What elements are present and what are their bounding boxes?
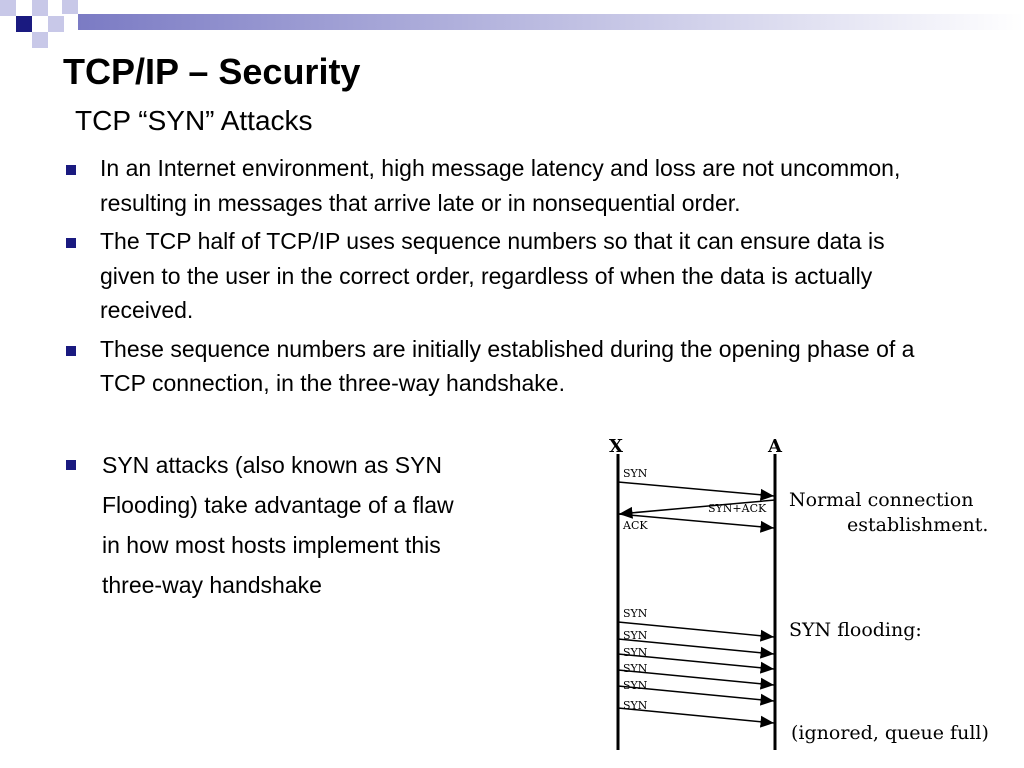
syn-label: SYN — [623, 467, 648, 480]
bullet-text: These sequence numbers are initially est… — [100, 335, 915, 397]
synack-arrow — [618, 499, 776, 519]
slide-title: TCP/IP – Security — [63, 51, 361, 92]
flood-syn-arrow — [617, 621, 775, 642]
flood-syn-arrow — [617, 638, 775, 659]
bullet-list: In an Internet environment, high message… — [64, 151, 944, 405]
bullet-square-icon — [66, 345, 76, 356]
bullet-text-line: in how most hosts implement this — [102, 532, 441, 558]
flood-syn-arrow — [617, 669, 775, 690]
bullet-text: In an Internet environment, high message… — [100, 155, 901, 216]
host-a-label: A — [767, 436, 783, 457]
bullet-item-syn-attacks: SYN attacks (also known as SYN Flooding)… — [64, 445, 544, 605]
syn-flooding-label: SYN flooding: — [789, 619, 922, 641]
ignored-label: (ignored, queue full) — [791, 722, 989, 744]
slide-subtitle: TCP “SYN” Attacks — [75, 105, 313, 136]
bullet-text-line: SYN attacks (also known as SYN — [102, 452, 443, 478]
flood-syn-arrow — [617, 685, 775, 706]
flood-syn-arrow — [617, 707, 775, 728]
bullet-square-icon — [66, 460, 76, 470]
syn-handshake-diagram: X A SYN SYN+ACK ACK Normal connection es… — [604, 432, 999, 752]
syn-arrow — [617, 481, 775, 501]
flood-syn-label: SYN — [623, 679, 648, 692]
bullet-item: In an Internet environment, high message… — [64, 151, 944, 220]
ack-arrow — [617, 513, 775, 533]
bullet-square-icon — [66, 165, 76, 175]
bullet-item: The TCP half of TCP/IP uses sequence num… — [64, 224, 944, 328]
flood-syn-label: SYN — [623, 607, 648, 620]
establishment-label: establishment. — [847, 514, 988, 536]
header-decoration — [0, 0, 1024, 48]
bullet-text-line: three-way handshake — [102, 572, 322, 598]
bullet-text-line: Flooding) take advantage of a flaw — [102, 492, 454, 518]
flood-syn-label: SYN — [623, 629, 648, 642]
bullet-item: These sequence numbers are initially est… — [64, 332, 944, 401]
bullet-square-icon — [66, 238, 76, 248]
ack-label: ACK — [622, 519, 648, 532]
bullet-text: The TCP half of TCP/IP uses sequence num… — [100, 228, 885, 323]
host-x-label: X — [609, 436, 623, 457]
flood-syn-arrow — [617, 653, 775, 674]
normal-connection-label: Normal connection — [789, 489, 973, 511]
